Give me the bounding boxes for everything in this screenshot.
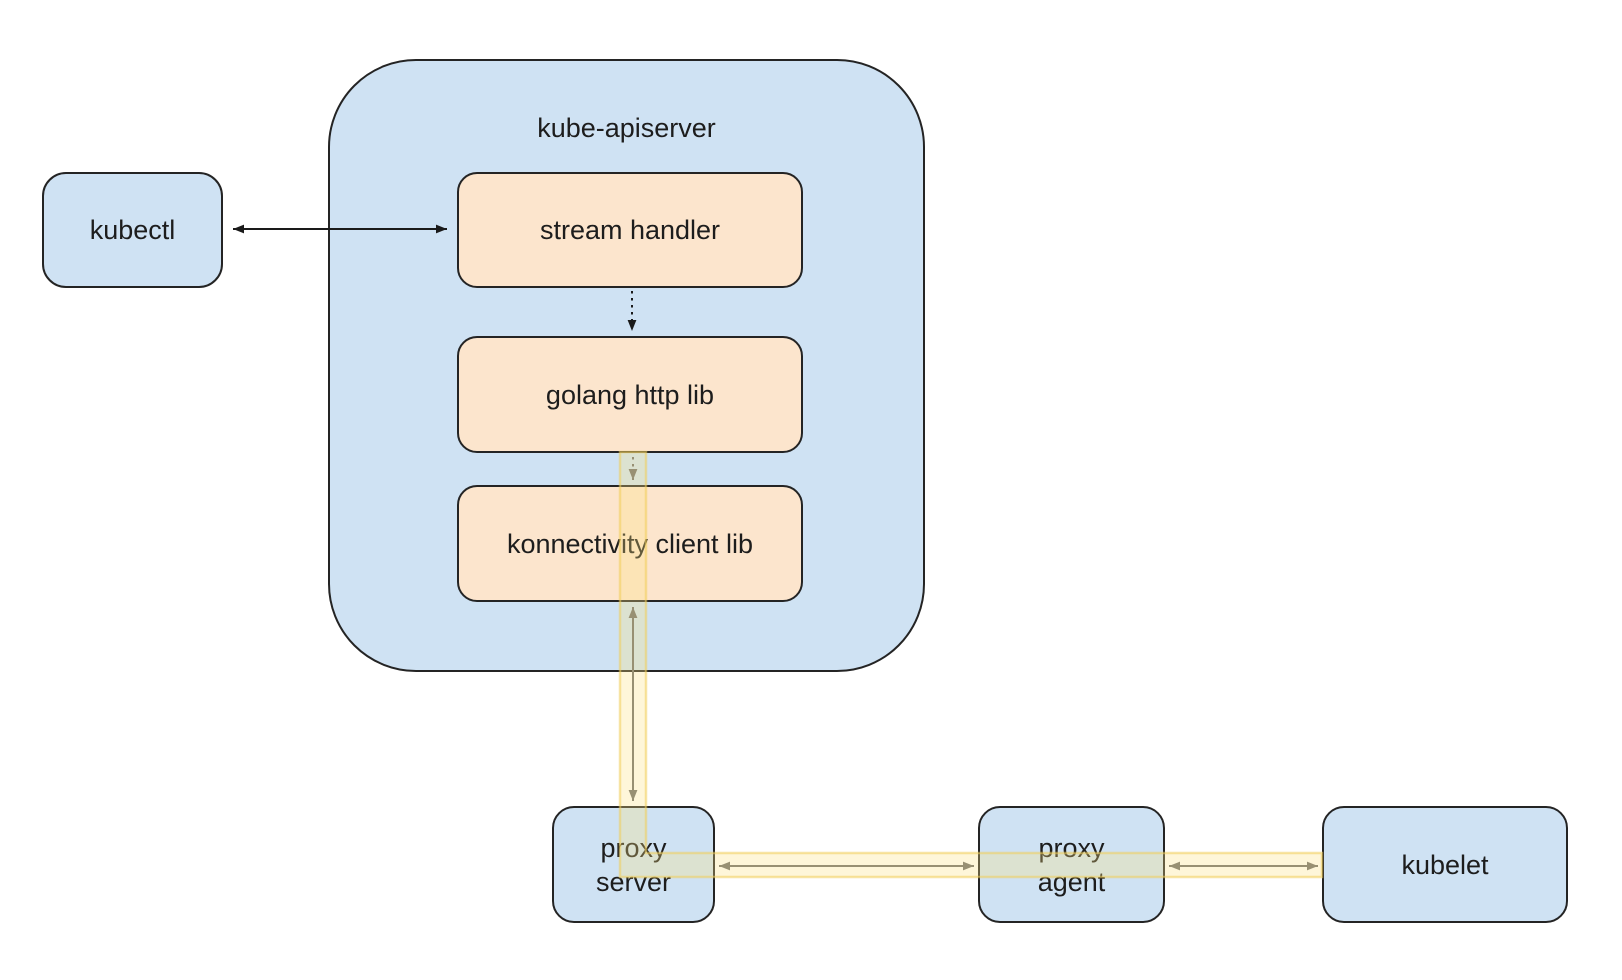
node-kubelet-label: kubelet [1401, 849, 1489, 880]
node-proxy-agent-label-line1: proxy [1038, 832, 1105, 863]
node-proxy-agent-label-line2: agent [1037, 866, 1106, 897]
node-konnectivity-client-lib-label: konnectivity client lib [506, 528, 754, 559]
node-proxy-server-label-line2: server [595, 866, 671, 897]
node-konnectivity-client-lib: konnectivity client lib [457, 485, 803, 602]
node-proxy-server-label-line1: proxy [600, 832, 667, 863]
node-golang-http-lib: golang http lib [457, 336, 803, 453]
node-stream-handler: stream handler [457, 172, 803, 288]
node-golang-http-lib-label: golang http lib [545, 379, 715, 410]
node-kube-apiserver-label: kube-apiserver [537, 113, 716, 143]
node-kubelet: kubelet [1322, 806, 1568, 923]
node-proxy-server: proxy server [552, 806, 715, 923]
node-kubectl: kubectl [42, 172, 223, 288]
node-kubectl-label: kubectl [89, 215, 176, 245]
node-stream-handler-label: stream handler [539, 215, 721, 245]
node-proxy-agent: proxy agent [978, 806, 1165, 923]
